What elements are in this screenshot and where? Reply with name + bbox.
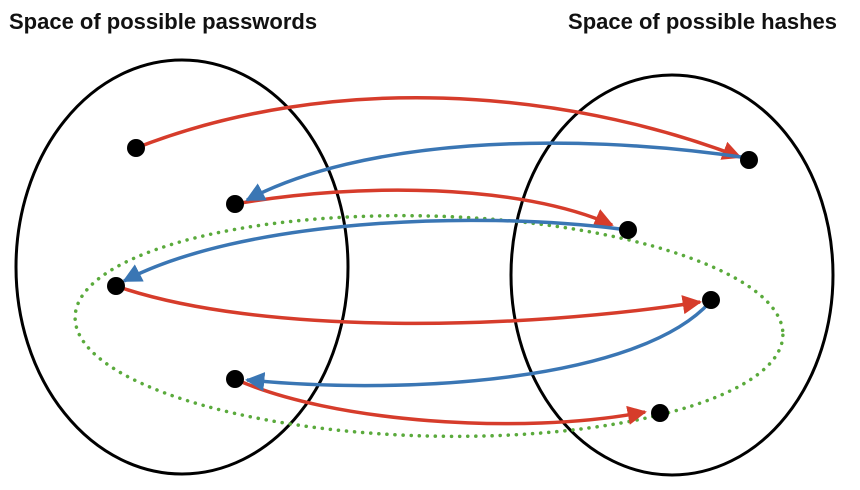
reduction-arrow-1 bbox=[245, 141, 749, 202]
passwords-space-heading: Space of possible passwords bbox=[9, 9, 318, 34]
hash-point bbox=[702, 291, 720, 309]
hashes-space-heading: Space of possible hashes bbox=[568, 9, 837, 34]
reduction-arrow-3 bbox=[245, 300, 712, 392]
hash-arrow-1 bbox=[135, 95, 742, 160]
hash-arrow-2 bbox=[234, 188, 614, 227]
hash-space-ellipse bbox=[509, 73, 835, 477]
hash-point bbox=[651, 404, 669, 422]
chain-loop-dotted-ellipse bbox=[73, 213, 785, 439]
reduction-arrow-2 bbox=[122, 218, 621, 283]
hash-arrow-3 bbox=[115, 284, 702, 326]
hash-point bbox=[740, 151, 758, 169]
hash-arrow-4 bbox=[234, 377, 647, 426]
password-point bbox=[226, 370, 244, 388]
password-point bbox=[127, 139, 145, 157]
password-point bbox=[107, 277, 125, 295]
hash-point bbox=[619, 221, 637, 239]
password-point bbox=[226, 195, 244, 213]
password-space-ellipse bbox=[14, 58, 350, 476]
